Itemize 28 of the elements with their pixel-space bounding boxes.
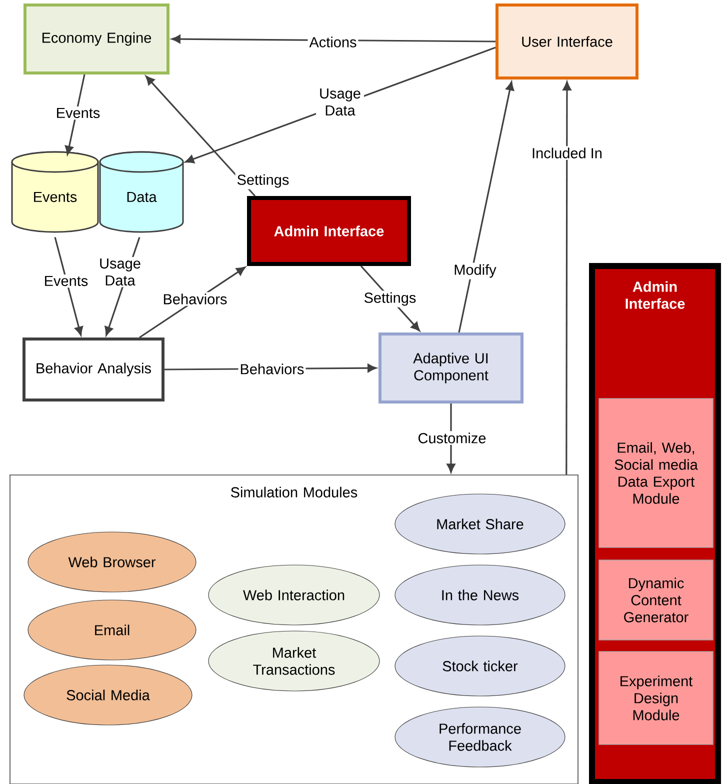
edge-label: Settings	[362, 290, 418, 308]
edge-label: Settings	[235, 172, 291, 190]
process-box: Admin Interface	[247, 196, 411, 266]
edge-label: Included In	[530, 146, 604, 160]
arrow	[446, 404, 456, 473]
module-box: Experiment Design Module	[598, 651, 714, 745]
edge-label: Events	[54, 106, 102, 120]
database-cylinder: Events	[11, 151, 99, 233]
edge-label: Customize	[416, 431, 488, 445]
edge-label: Events	[42, 274, 90, 288]
process-box: Economy Engine	[24, 4, 170, 74]
edge-label: Behaviors	[238, 362, 306, 376]
process-box: User Interface	[496, 4, 638, 80]
process-box: Behavior Analysis	[22, 338, 164, 402]
arrow	[562, 81, 572, 475]
module-box: Email, Web, Social media Data Export Module	[598, 398, 714, 548]
database-cylinder: Data	[99, 151, 184, 233]
edge-label: Modify	[452, 262, 498, 280]
arrow	[146, 76, 256, 197]
arrow	[458, 81, 514, 333]
module-box: Dynamic Content Generator	[598, 560, 714, 640]
arrow	[64, 74, 86, 155]
arrow	[54, 237, 84, 336]
process-box: Adaptive UI Component	[378, 332, 524, 404]
edge-label: Usage Data	[316, 86, 364, 118]
edge-label: Usage Data	[96, 256, 144, 288]
edge-label: Behaviors	[161, 292, 229, 306]
edge-label: Actions	[308, 35, 358, 49]
